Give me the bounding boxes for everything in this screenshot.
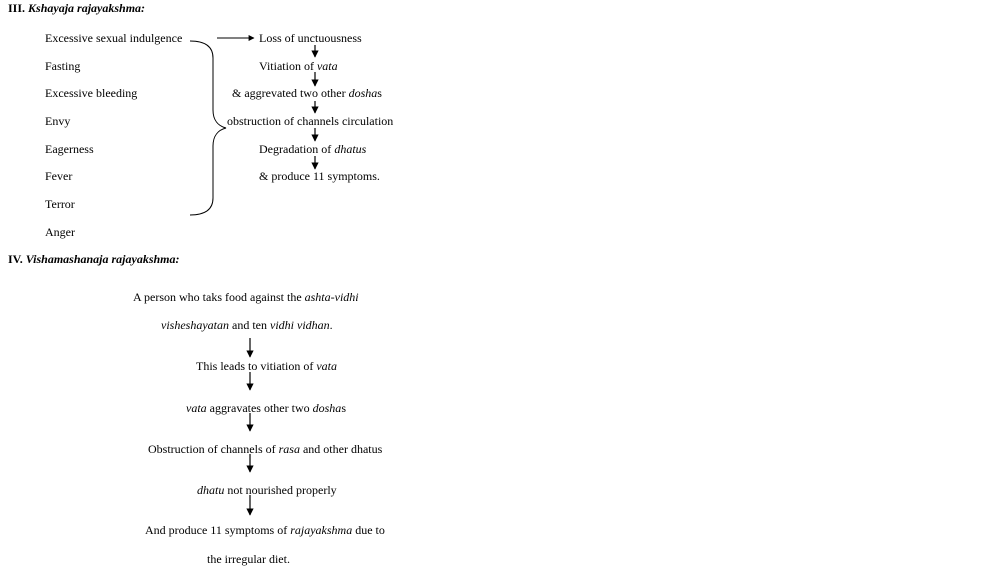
flow-line-vata-aggravates: vata aggravates other two doshas: [186, 401, 346, 415]
cause-item: Envy: [45, 114, 71, 128]
flow-text-italic: rasa: [278, 442, 300, 456]
section-4-heading: IV. Vishamashanaja rajayakshma:: [8, 252, 180, 266]
flow-text-italic: visheshayatan: [161, 318, 229, 332]
flow-text-italic: vata: [186, 401, 207, 415]
flow-text: Degradation of: [259, 142, 335, 156]
cause-item: Eagerness: [45, 142, 94, 156]
flow-text-italic: dhatu: [197, 483, 225, 497]
flow-text-italic: rajayakshma: [290, 523, 353, 537]
flow-text: This leads to vitiation of: [196, 359, 317, 373]
section-3-number: III.: [8, 1, 26, 15]
flow-text-italic: dhatus: [334, 142, 367, 156]
flow-text-italic: dosha: [348, 86, 378, 100]
flow-text: s: [341, 401, 346, 415]
cause-item: Terror: [45, 197, 75, 211]
flow-text: aggravates other two: [206, 401, 313, 415]
flow-line-person-food: A person who taks food against the ashta…: [133, 290, 359, 304]
flow-line-dhatu-not-nourished: dhatu not nourished properly: [197, 483, 337, 497]
flow-step-aggrevated-doshas: & aggrevated two other doshas: [232, 86, 382, 100]
flow-line-produce-symptoms: And produce 11 symptoms of rajayakshma d…: [145, 523, 385, 537]
flow-step-produce-symptoms: & produce 11 symptoms.: [259, 169, 380, 183]
flow-text: .: [329, 318, 333, 332]
flow-text: & aggrevated two other: [232, 86, 349, 100]
flow-text-italic: vata: [316, 359, 337, 373]
flow-text-italic: ashta-vidhi: [304, 290, 359, 304]
flow-text-italic: vidhi vidhan: [270, 318, 330, 332]
flow-text: Vitiation of: [259, 59, 317, 73]
cause-item: Excessive sexual indulgence: [45, 31, 183, 45]
flow-line-obstruction-rasa: Obstruction of channels of rasa and othe…: [148, 442, 382, 456]
flow-line-vitiation-vata: This leads to vitiation of vata: [196, 359, 337, 373]
section-3-title: Kshayaja rajayakshma:: [28, 1, 146, 15]
cause-item: Fasting: [45, 59, 81, 73]
flow-text-italic: vata: [316, 59, 338, 73]
flow-line-visheshayatan: visheshayatan and ten vidhi vidhan.: [161, 318, 333, 332]
flow-text: A person who taks food against the: [133, 290, 305, 304]
section-4-number: IV.: [8, 252, 23, 266]
flow-text: and ten: [229, 318, 270, 332]
flow-step-degradation-dhatus: Degradation of dhatus: [259, 142, 366, 156]
cause-item: Fever: [45, 169, 73, 183]
cause-item: Anger: [45, 225, 75, 239]
section-4-title: Vishamashanaja rajayakshma:: [25, 252, 180, 266]
flow-text: And produce 11 symptoms of: [145, 523, 291, 537]
flow-line-irregular-diet: the irregular diet.: [207, 552, 290, 566]
flow-text: s: [377, 86, 382, 100]
flow-step-vitiation-vata: Vitiation of vata: [259, 59, 338, 73]
flow-text: due to: [352, 523, 385, 537]
brace-icon: [189, 40, 227, 216]
flow-text-italic: dosha: [312, 401, 342, 415]
cause-item: Excessive bleeding: [45, 86, 138, 100]
flow-text: Obstruction of channels of: [148, 442, 279, 456]
flow-step-obstruction: obstruction of channels circulation: [227, 114, 394, 128]
flow-step-loss-unctuousness: Loss of unctuousness: [259, 31, 362, 45]
section-3-heading: III. Kshayaja rajayakshma:: [8, 1, 145, 15]
flow-text: not nourished properly: [224, 483, 337, 497]
flow-text: and other dhatus: [299, 442, 383, 456]
